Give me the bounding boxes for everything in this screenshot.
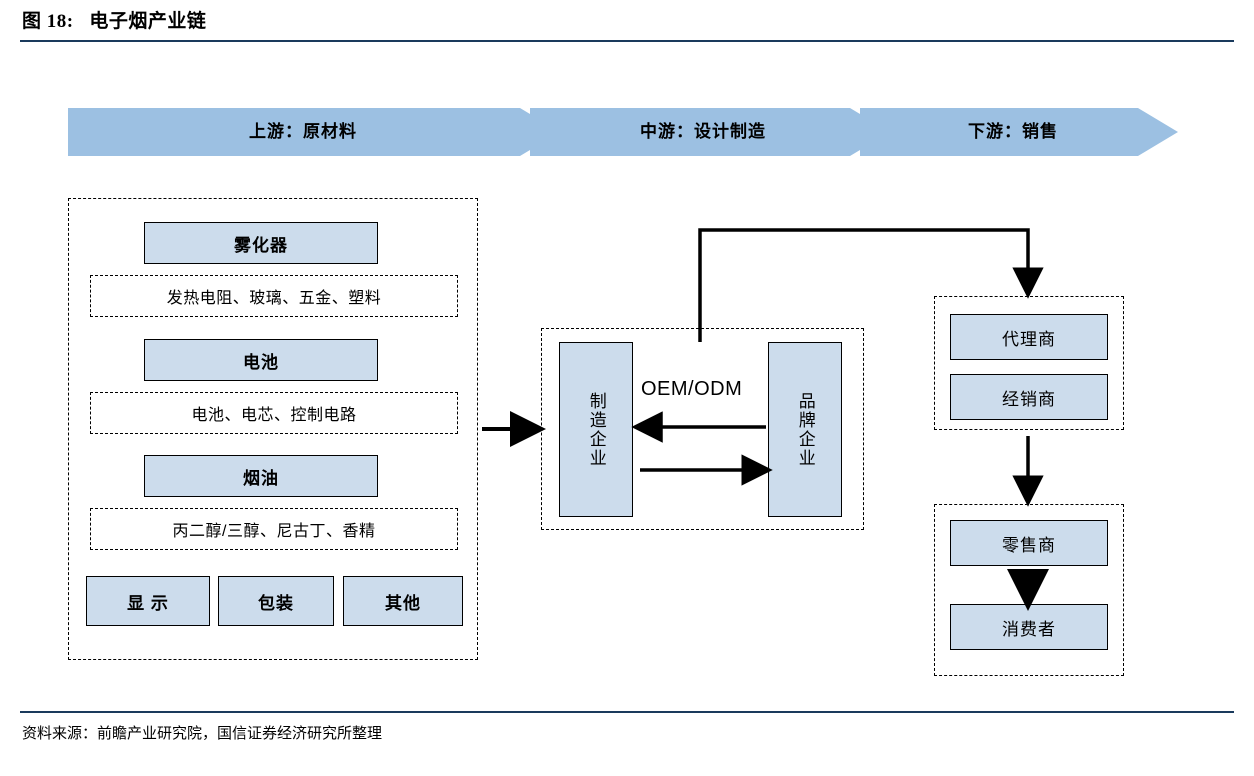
page-title: 图 18: 电子烟产业链 bbox=[22, 6, 206, 33]
midstream-brand-label: 品牌企业 bbox=[795, 391, 815, 468]
banner-segment-upstream bbox=[68, 108, 560, 156]
midstream-manufacturer-box: 制造企业 bbox=[559, 342, 633, 517]
midstream-manufacturer-label: 制造企业 bbox=[586, 391, 606, 468]
banner-segment-downstream bbox=[860, 108, 1178, 156]
banner-segment-midstream bbox=[530, 108, 890, 156]
banner-shapes bbox=[68, 108, 1178, 156]
upstream-group-detail-eliquid: 丙二醇/三醇、尼古丁、香精 bbox=[90, 508, 458, 550]
upstream-extra-other: 其他 bbox=[343, 576, 463, 626]
figure-label: 图 18: bbox=[22, 11, 74, 32]
downstream-agent-box: 代理商 bbox=[950, 314, 1108, 360]
banner-label-upstream: 上游：原材料 bbox=[249, 122, 357, 141]
upstream-group-title-battery: 电池 bbox=[144, 339, 378, 381]
downstream-consumer-box: 消费者 bbox=[950, 604, 1108, 650]
banner-label-downstream: 下游：销售 bbox=[968, 122, 1058, 141]
oem-odm-label: OEM/ODM bbox=[641, 378, 743, 400]
downstream-retailer-box: 零售商 bbox=[950, 520, 1108, 566]
source-note: 资料来源：前瞻产业研究院，国信证券经济研究所整理 bbox=[22, 726, 383, 742]
downstream-distributor-box: 经销商 bbox=[950, 374, 1108, 420]
upstream-group-title-eliquid: 烟油 bbox=[144, 455, 378, 497]
upstream-extra-packaging: 包装 bbox=[218, 576, 334, 626]
figure-title-text: 电子烟产业链 bbox=[89, 11, 207, 32]
upstream-group-detail-battery: 电池、电芯、控制电路 bbox=[90, 392, 458, 434]
upstream-group-title-atomizer: 雾化器 bbox=[144, 222, 378, 264]
value-chain-banner: 上游：原材料 中游：设计制造 下游：销售 bbox=[68, 108, 1178, 156]
upstream-container bbox=[68, 198, 478, 660]
midstream-brand-box: 品牌企业 bbox=[768, 342, 842, 517]
upstream-extra-display: 显 示 bbox=[86, 576, 210, 626]
title-divider-top bbox=[20, 40, 1234, 42]
banner-label-midstream: 中游：设计制造 bbox=[640, 122, 766, 141]
source-divider bbox=[20, 711, 1234, 713]
upstream-group-detail-atomizer: 发热电阻、玻璃、五金、塑料 bbox=[90, 275, 458, 317]
